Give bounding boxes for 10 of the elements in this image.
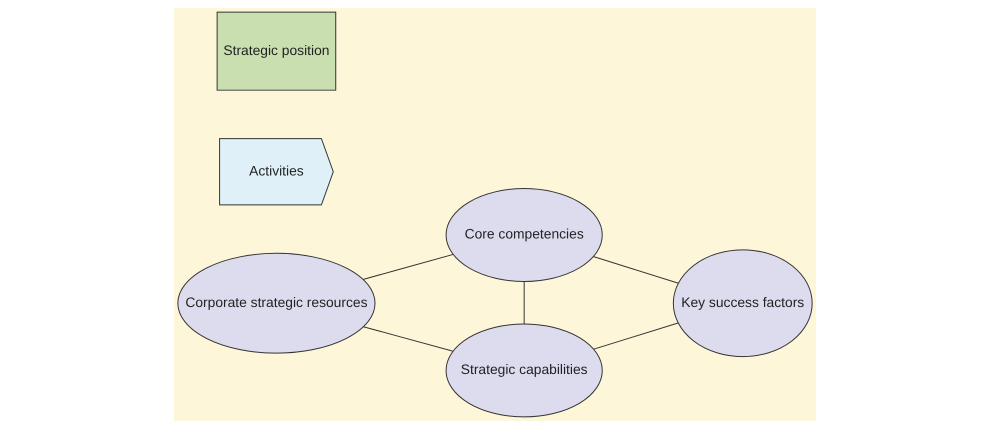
node-box: Strategic position: [216, 12, 336, 91]
node-ellipse: Corporate strategic resources: [176, 252, 375, 354]
node-ellipse: Core competencies: [445, 188, 602, 282]
node-ellipse: Strategic capabilities: [445, 323, 602, 418]
node-ellipse: Key success factors: [672, 249, 812, 358]
connector: [362, 254, 454, 280]
connector: [592, 322, 678, 350]
connector: [362, 326, 453, 352]
connector: [592, 256, 678, 284]
connector: [523, 281, 524, 324]
